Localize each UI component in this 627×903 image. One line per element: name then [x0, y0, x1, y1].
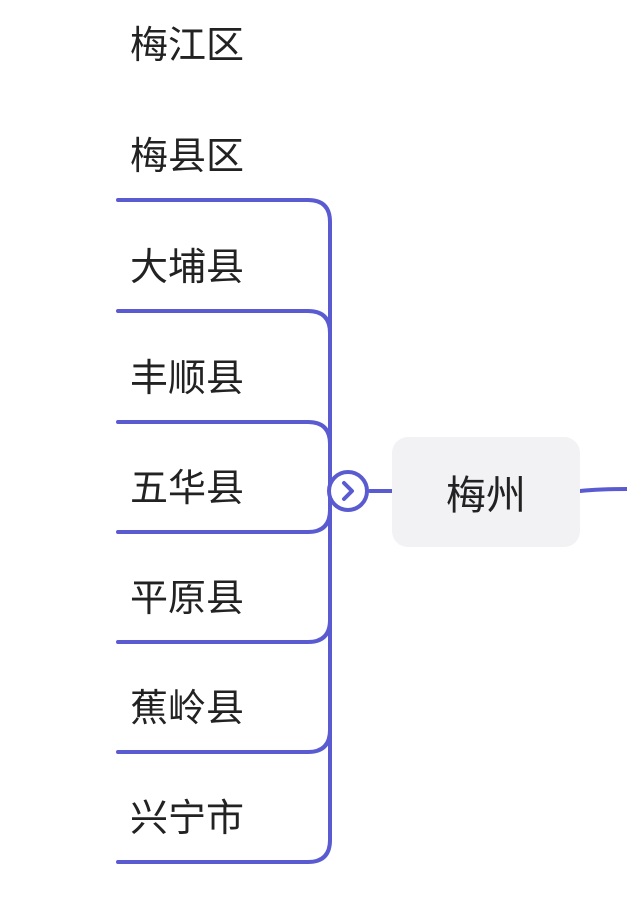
- branch-label: 丰顺县: [130, 356, 245, 400]
- branch-node[interactable]: 平原县: [130, 576, 244, 620]
- branch-node[interactable]: 五华县: [130, 466, 244, 510]
- branch-node[interactable]: 大埔县: [130, 245, 244, 289]
- parent-connector: [578, 487, 627, 493]
- branch-label: 蕉岭县: [130, 686, 245, 730]
- branch-label: 兴宁市: [130, 796, 245, 840]
- branch-connector: [116, 309, 332, 493]
- branch-node[interactable]: 梅江区: [130, 23, 244, 67]
- collapse-toggle-button[interactable]: [326, 469, 370, 513]
- chevron-right-icon: [342, 481, 354, 501]
- branch-label: 梅江区: [130, 23, 245, 67]
- branch-label: 平原县: [130, 576, 245, 620]
- branch-node[interactable]: 蕉岭县: [130, 686, 244, 730]
- branch-node[interactable]: 丰顺县: [130, 356, 244, 400]
- branch-label: 大埔县: [130, 245, 245, 289]
- branch-node[interactable]: 梅县区: [130, 134, 244, 178]
- branch-connector: [116, 198, 332, 493]
- branch-label: 五华县: [130, 466, 245, 510]
- branch-node[interactable]: 兴宁市: [130, 796, 244, 840]
- branch-connector: [116, 489, 332, 864]
- central-topic-label: 梅州: [446, 473, 526, 519]
- branch-connector: [116, 420, 332, 493]
- branch-label: 梅县区: [130, 134, 245, 178]
- central-topic-node[interactable]: 梅州: [392, 437, 580, 547]
